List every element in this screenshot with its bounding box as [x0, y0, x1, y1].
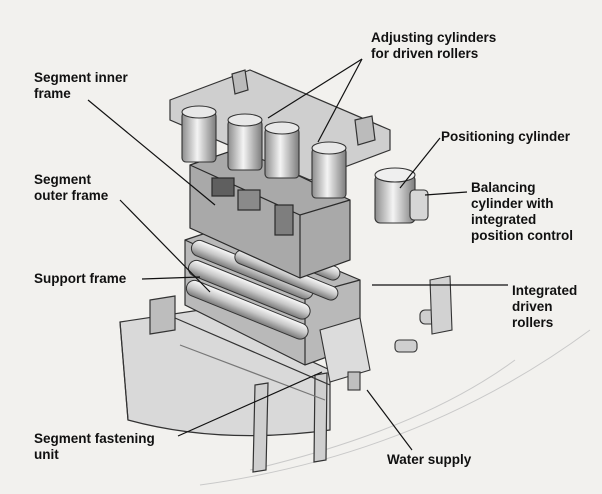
label-balancing-cylinder: Balancing cylinder with integrated posit… — [471, 180, 573, 243]
adjusting-cylinders — [181, 105, 347, 199]
background-arc-lines — [199, 329, 591, 486]
label-segment-fastening-unit: Segment fastening unit — [34, 431, 155, 462]
label-positioning-cylinder: Positioning cylinder — [441, 129, 571, 144]
leader-water — [366, 389, 413, 451]
label-segment-outer-frame: Segment outer frame — [34, 172, 109, 203]
leader-support — [141, 276, 201, 280]
leader-inner-frame — [87, 99, 216, 206]
label-water-supply: Water supply — [387, 452, 472, 467]
leader-balancing — [424, 191, 468, 196]
leader-fastening — [177, 371, 323, 437]
label-integrated-driven-rollers: Integrated driven rollers — [512, 283, 578, 330]
label-support-frame: Support frame — [34, 271, 127, 286]
label-adjusting-cylinders: Adjusting cylinders for driven rollers — [371, 30, 497, 61]
callout-lines — [87, 58, 508, 451]
positioning-cylinder — [374, 167, 429, 224]
leader-adjusting-2 — [317, 58, 363, 143]
water-supply-pipes — [319, 275, 453, 391]
leader-adjusting-1 — [267, 58, 363, 119]
support-frame — [119, 295, 331, 473]
label-segment-inner-frame: Segment inner frame — [34, 70, 128, 101]
leader-positioning — [399, 137, 441, 189]
